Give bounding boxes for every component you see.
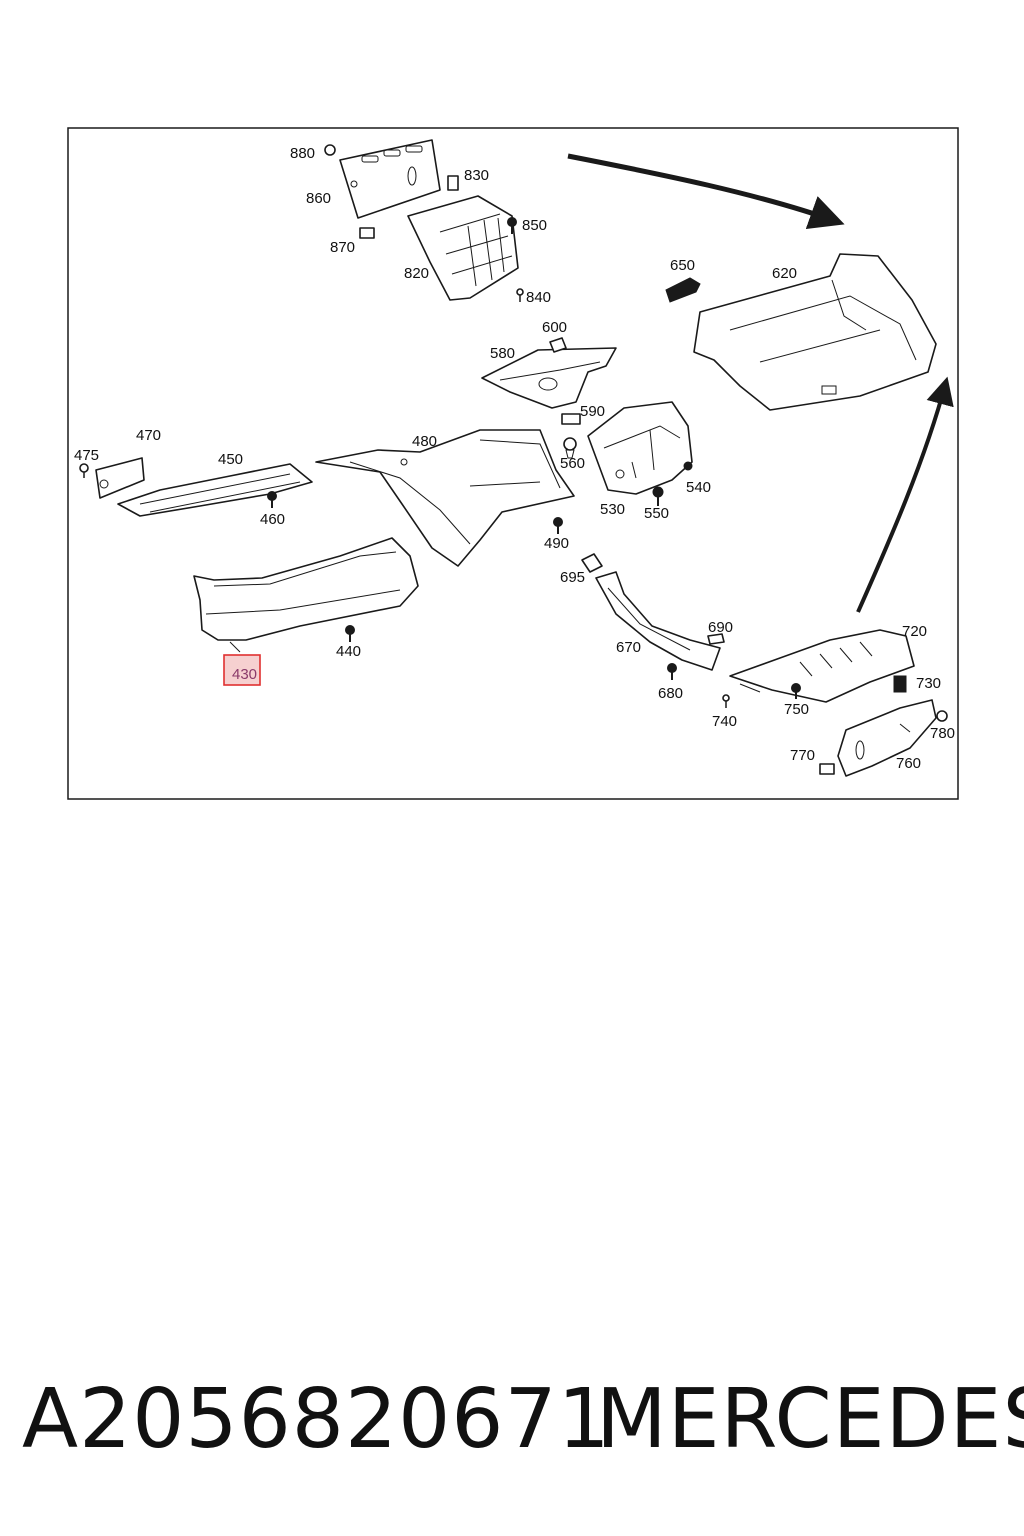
part-840-bolt bbox=[516, 288, 524, 302]
part-680-bolt bbox=[667, 663, 677, 680]
label-850: 850 bbox=[522, 217, 547, 234]
part-580-shield bbox=[481, 347, 617, 409]
label-475: 475 bbox=[74, 447, 99, 464]
label-580: 580 bbox=[490, 345, 515, 362]
label-760: 760 bbox=[896, 755, 921, 772]
part-830-clip bbox=[447, 175, 459, 191]
part-480-tunnel-shield bbox=[315, 429, 575, 567]
part-650-bracket bbox=[665, 277, 701, 303]
part-860-shield bbox=[339, 139, 441, 219]
label-740: 740 bbox=[712, 713, 737, 730]
part-600-clip bbox=[549, 337, 567, 353]
part-740-bolt bbox=[722, 694, 730, 708]
label-470: 470 bbox=[136, 427, 161, 444]
label-540: 540 bbox=[686, 479, 711, 496]
label-830: 830 bbox=[464, 167, 489, 184]
label-840: 840 bbox=[526, 289, 551, 306]
label-870: 870 bbox=[330, 239, 355, 256]
part-475-clip bbox=[79, 463, 89, 478]
part-695-clip bbox=[581, 553, 603, 573]
label-450: 450 bbox=[218, 451, 243, 468]
label-440: 440 bbox=[336, 643, 361, 660]
part-760-shield bbox=[837, 699, 937, 777]
label-480: 480 bbox=[412, 433, 437, 450]
part-780-nut bbox=[936, 710, 948, 722]
brand-caption: MERCEDES bbox=[596, 1372, 1024, 1467]
part-730-bracket bbox=[893, 675, 907, 693]
label-730: 730 bbox=[916, 675, 941, 692]
label-690: 690 bbox=[708, 619, 733, 636]
part-880-nut bbox=[324, 144, 336, 156]
label-620: 620 bbox=[772, 265, 797, 282]
part-820-heat-shield bbox=[407, 195, 519, 301]
part-490-bolt bbox=[553, 517, 563, 534]
label-590: 590 bbox=[580, 403, 605, 420]
part-530-shield bbox=[587, 401, 693, 495]
label-670: 670 bbox=[616, 639, 641, 656]
part-450-long-shield bbox=[117, 463, 313, 517]
label-780: 780 bbox=[930, 725, 955, 742]
label-750: 750 bbox=[784, 701, 809, 718]
label-600: 600 bbox=[542, 319, 567, 336]
part-690-clip bbox=[707, 633, 725, 645]
label-490: 490 bbox=[544, 535, 569, 552]
arrow-right-up bbox=[856, 376, 954, 613]
part-620-rear-shield bbox=[693, 253, 937, 411]
part-540-bolt bbox=[683, 461, 693, 471]
label-460: 460 bbox=[260, 511, 285, 528]
label-530: 530 bbox=[600, 501, 625, 518]
label-770: 770 bbox=[790, 747, 815, 764]
label-430: 430 bbox=[232, 666, 257, 683]
label-880: 880 bbox=[290, 145, 315, 162]
arrow-top-right bbox=[567, 153, 845, 230]
part-750-bolt bbox=[791, 683, 801, 699]
part-560-nut bbox=[563, 437, 577, 459]
part-670-shield bbox=[595, 571, 721, 671]
part-number-caption: A2056820671 bbox=[22, 1372, 611, 1467]
label-860: 860 bbox=[306, 190, 331, 207]
label-550: 550 bbox=[644, 505, 669, 522]
part-590-clip bbox=[561, 413, 581, 425]
label-650: 650 bbox=[670, 257, 695, 274]
label-820: 820 bbox=[404, 265, 429, 282]
part-440-bolt bbox=[345, 625, 355, 642]
part-470-bracket bbox=[95, 457, 145, 499]
part-770-clip bbox=[819, 763, 835, 775]
part-870-clip bbox=[359, 227, 375, 239]
diagram-frame bbox=[67, 127, 959, 800]
part-850-bolt bbox=[507, 217, 517, 234]
label-680: 680 bbox=[658, 685, 683, 702]
label-560: 560 bbox=[560, 455, 585, 472]
part-720-rear-shield bbox=[729, 629, 915, 703]
label-720: 720 bbox=[902, 623, 927, 640]
highlight-box-430 bbox=[223, 654, 261, 686]
part-550-bolt bbox=[652, 486, 664, 506]
part-460-bolt bbox=[267, 491, 277, 508]
part-430-front-shield bbox=[193, 537, 419, 653]
label-695: 695 bbox=[560, 569, 585, 586]
